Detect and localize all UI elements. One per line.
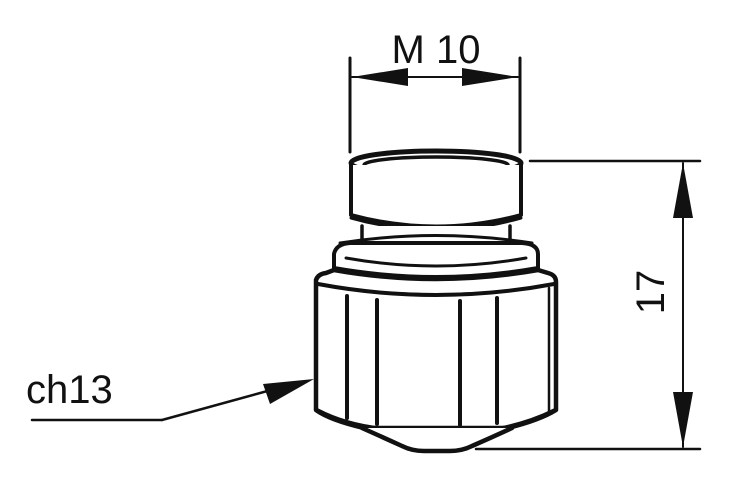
- arrowhead-up-icon: [673, 163, 693, 218]
- leader-arrowhead-icon: [263, 379, 314, 404]
- height-dimension: 17: [474, 159, 702, 451]
- flange: [332, 234, 540, 279]
- conical-tip: [359, 425, 515, 454]
- top-collar: [348, 148, 524, 232]
- arrowhead-down-icon: [673, 392, 693, 447]
- arrowhead-right-icon: [462, 68, 518, 86]
- thread-dimension: M 10: [348, 28, 522, 154]
- height-label: 17: [629, 270, 673, 315]
- wrench-size-label: ch13: [26, 368, 113, 412]
- nozzle-body: [313, 148, 559, 454]
- wrench-size-callout: ch13: [26, 368, 314, 422]
- thread-label: M 10: [392, 28, 481, 72]
- hex-nut: [313, 267, 559, 431]
- arrowhead-left-icon: [352, 68, 408, 86]
